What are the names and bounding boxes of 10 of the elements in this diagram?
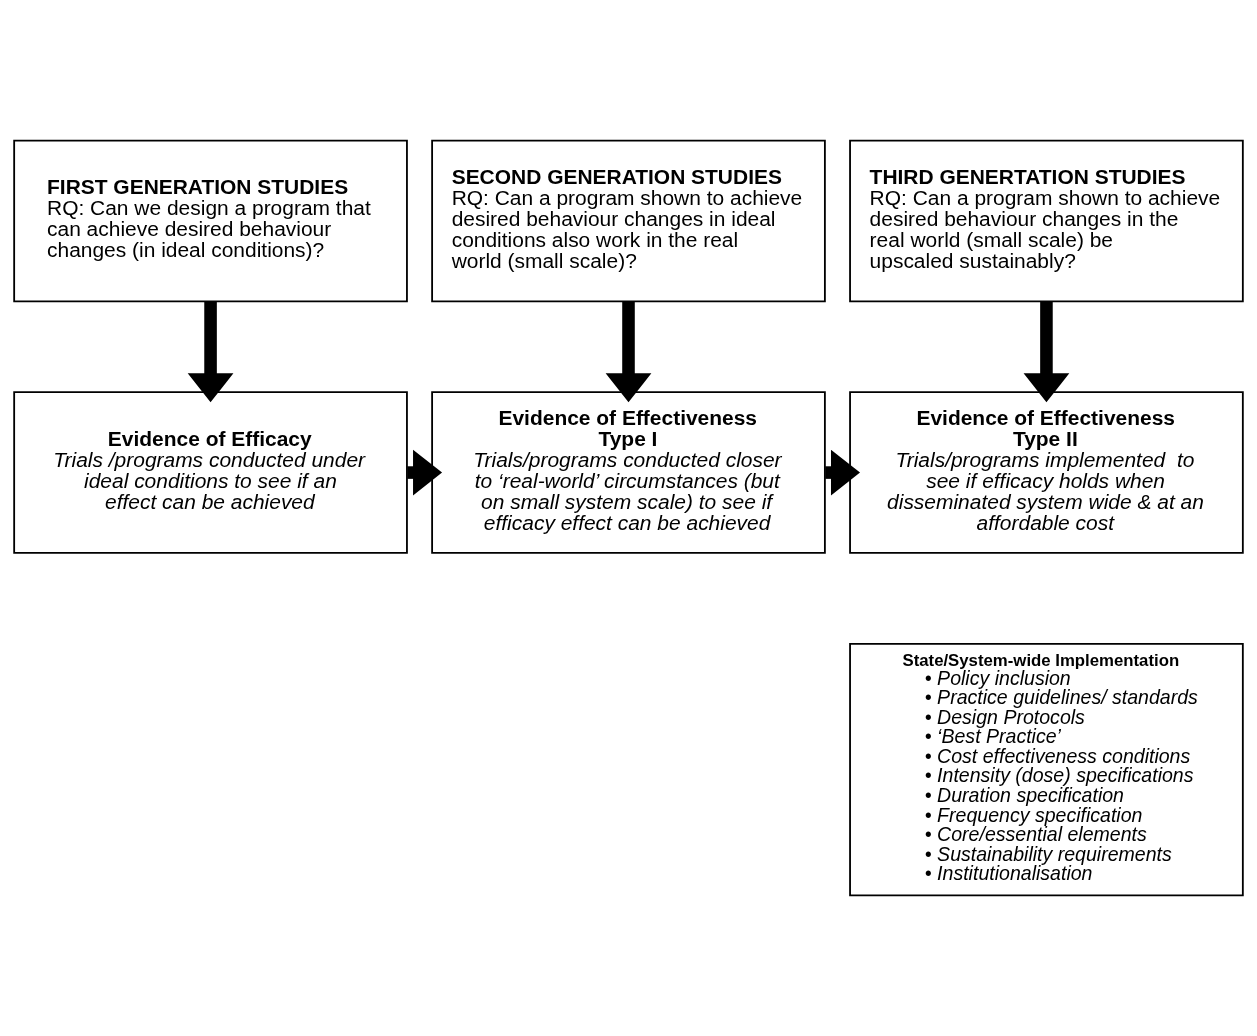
arrow bbox=[1023, 301, 1070, 403]
node-box: THIRD GENERTATION STUDIES RQ: Can a program shown to achieve desired behaviour changes in the real world (small scale) be upscaled sustainably? bbox=[849, 139, 1244, 303]
node-box: Evidence of Efficacy Trials /programs conducted under ideal conditions to see if an effect can be achieved bbox=[13, 391, 408, 554]
node-box: SECOND GENERATION STUDIES RQ: Can a program shown to achieve desired behaviour changes in ideal conditions also work in the real world (small scale)? bbox=[431, 139, 826, 303]
node-box: Evidence of Effectiveness Type I Trials/programs conducted closer to ‘real-world’ circumstances (but on small system scale) to see if efficacy effect can be achieved bbox=[431, 391, 826, 554]
arrow bbox=[187, 301, 234, 403]
node-box: FIRST GENERATION STUDIES RQ: Can we design a program that can achieve desired behaviour changes (in ideal conditions)? bbox=[13, 139, 408, 303]
arrow bbox=[605, 301, 652, 403]
node-box: Evidence of Effectiveness Type II Trials/programs implemented to see if efficacy holds when disseminated system wide & at an affordable cost bbox=[849, 391, 1244, 554]
node-box: State/System-wide Implementation • Policy inclusion • Practice guidelines/ standards • Design Protocols • ‘Best Practice’ • Cost effectiveness conditions • Intensity (dose) specifications • Duration specification • Frequency specification • Core/essential elements • Sustainability requirements • Institutionalisation bbox=[849, 642, 1244, 897]
